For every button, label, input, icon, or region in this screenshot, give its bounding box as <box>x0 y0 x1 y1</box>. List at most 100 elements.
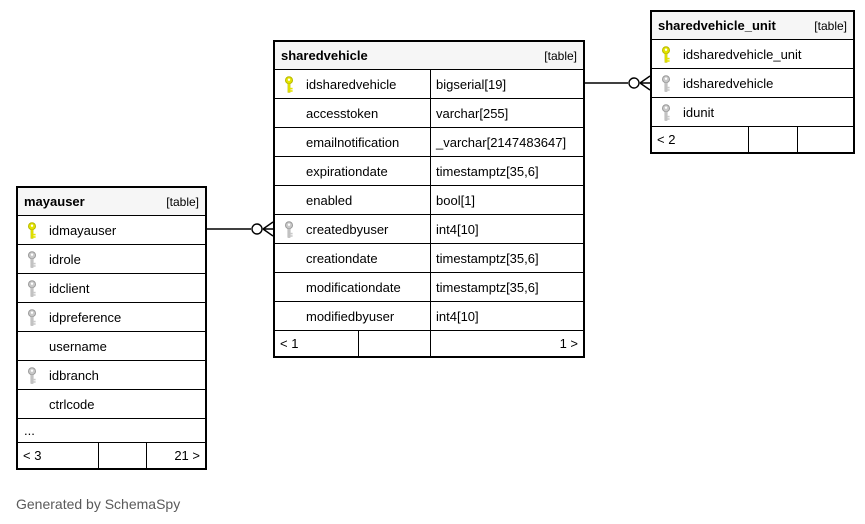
table-header: sharedvehicle_unit [table] <box>652 12 853 39</box>
foreign-key-icon <box>275 220 306 238</box>
table-row: idunit <box>652 97 853 126</box>
column-name: creationdate <box>306 250 378 266</box>
column-name-cell: enabled <box>275 186 430 214</box>
column-type: timestamptz[35,6] <box>436 279 539 295</box>
generated-by-caption: Generated by SchemaSpy <box>16 496 181 512</box>
table-header: sharedvehicle[table] <box>275 42 583 69</box>
table-mayauser[interactable]: mayauser[table] idmayauser idrole idclient i… <box>16 186 207 470</box>
column-name: enabled <box>306 192 353 208</box>
footer-children: 21 > <box>146 443 205 468</box>
column-type: _varchar[2147483647] <box>436 134 567 150</box>
column-name-cell: accesstoken <box>275 99 430 127</box>
column-name-cell: ctrlcode <box>18 390 205 418</box>
column-type-cell: timestamptz[35,6] <box>430 157 583 185</box>
footer-middle <box>748 127 797 152</box>
column-type-cell: _varchar[2147483647] <box>430 128 583 156</box>
column-name-cell: idsharedvehicle <box>652 69 853 97</box>
table-row: ctrlcode <box>18 389 205 418</box>
column-name: idsharedvehicle <box>306 76 397 92</box>
table-footer: < 1 1 > <box>275 330 583 356</box>
table-row: expirationdate timestamptz[35,6] <box>275 156 583 185</box>
column-name: username <box>49 338 107 354</box>
table-row: enabled bool[1] <box>275 185 583 214</box>
table-row: idbranch <box>18 360 205 389</box>
table-row: emailnotification _varchar[2147483647] <box>275 127 583 156</box>
table-footer: < 3 21 > <box>18 442 205 468</box>
column-name-cell: modifiedbyuser <box>275 302 430 330</box>
column-type-cell: timestamptz[35,6] <box>430 244 583 272</box>
column-name-cell: modificationdate <box>275 273 430 301</box>
footer-parents: < 2 <box>657 132 676 147</box>
table-row: createdbyuser int4[10] <box>275 214 583 243</box>
column-name: idmayauser <box>49 222 117 238</box>
column-name-cell: idsharedvehicle <box>275 70 430 98</box>
column-name-cell: emailnotification <box>275 128 430 156</box>
column-type-cell: int4[10] <box>430 215 583 243</box>
foreign-key-icon <box>18 279 49 297</box>
column-type: timestamptz[35,6] <box>436 163 539 179</box>
column-name-cell: expirationdate <box>275 157 430 185</box>
table-row: idsharedvehicle <box>652 68 853 97</box>
table-title: sharedvehicle_unit <box>658 18 776 33</box>
table-row: idrole <box>18 244 205 273</box>
column-name-cell: creationdate <box>275 244 430 272</box>
table-row: username <box>18 331 205 360</box>
column-type: bool[1] <box>436 192 476 208</box>
column-name: idclient <box>49 280 90 296</box>
column-name: modifiedbyuser <box>306 308 395 324</box>
column-type-cell: timestamptz[35,6] <box>430 273 583 301</box>
column-name-cell: idsharedvehicle_unit <box>652 40 853 68</box>
column-name: createdbyuser <box>306 221 389 237</box>
column-name-cell: ... <box>18 419 205 442</box>
column-name: ... <box>24 423 35 438</box>
table-row: creationdate timestamptz[35,6] <box>275 243 583 272</box>
foreign-key-icon <box>652 103 683 121</box>
table-row: idsharedvehicle bigserial[19] <box>275 69 583 98</box>
table-row: idsharedvehicle_unit <box>652 39 853 68</box>
column-name-cell: idmayauser <box>18 216 205 244</box>
relationship-line-mayauser-sharedvehicle <box>207 221 274 237</box>
table-badge: [table] <box>166 194 199 209</box>
table-row: idmayauser <box>18 215 205 244</box>
column-type-cell: bigserial[19] <box>430 70 583 98</box>
foreign-key-icon <box>18 366 49 384</box>
column-name: idbranch <box>49 367 99 383</box>
table-sharedvehicle_unit[interactable]: sharedvehicle_unit [table] idsharedvehicle… <box>650 10 855 154</box>
primary-key-icon <box>652 45 683 63</box>
footer-children: 1 > <box>430 331 583 356</box>
column-name-cell: idrole <box>18 245 205 273</box>
column-type: int4[10] <box>436 221 479 237</box>
foreign-key-icon <box>18 250 49 268</box>
column-name: ctrlcode <box>49 396 95 412</box>
column-type: timestamptz[35,6] <box>436 250 539 266</box>
footer-parents: < 1 <box>280 336 299 351</box>
foreign-key-icon <box>18 308 49 326</box>
foreign-key-icon <box>652 74 683 92</box>
column-name-cell: idclient <box>18 274 205 302</box>
column-name: modificationdate <box>306 279 401 295</box>
table-sharedvehicle[interactable]: sharedvehicle[table] idsharedvehicle bigse… <box>273 40 585 358</box>
table-row: idclient <box>18 273 205 302</box>
column-type-cell: int4[10] <box>430 302 583 330</box>
column-name: idsharedvehicle_unit <box>683 46 802 62</box>
table-header: mayauser[table] <box>18 188 205 215</box>
column-name: expirationdate <box>306 163 388 179</box>
column-type-cell: bool[1] <box>430 186 583 214</box>
column-name-cell: idbranch <box>18 361 205 389</box>
column-name-cell: idpreference <box>18 303 205 331</box>
column-name-cell: idunit <box>652 98 853 126</box>
table-badge: [table] <box>544 48 577 63</box>
table-row: modificationdate timestamptz[35,6] <box>275 272 583 301</box>
relationship-line-sharedvehicle-sharedvehicle_unit <box>585 75 651 91</box>
column-name: idrole <box>49 251 81 267</box>
table-badge: [table] <box>814 18 847 33</box>
footer-children <box>797 127 853 152</box>
column-name-cell: createdbyuser <box>275 215 430 243</box>
primary-key-icon <box>18 221 49 239</box>
column-name: idpreference <box>49 309 122 325</box>
column-name-cell: username <box>18 332 205 360</box>
footer-parents: < 3 <box>23 448 42 463</box>
column-name: accesstoken <box>306 105 379 121</box>
